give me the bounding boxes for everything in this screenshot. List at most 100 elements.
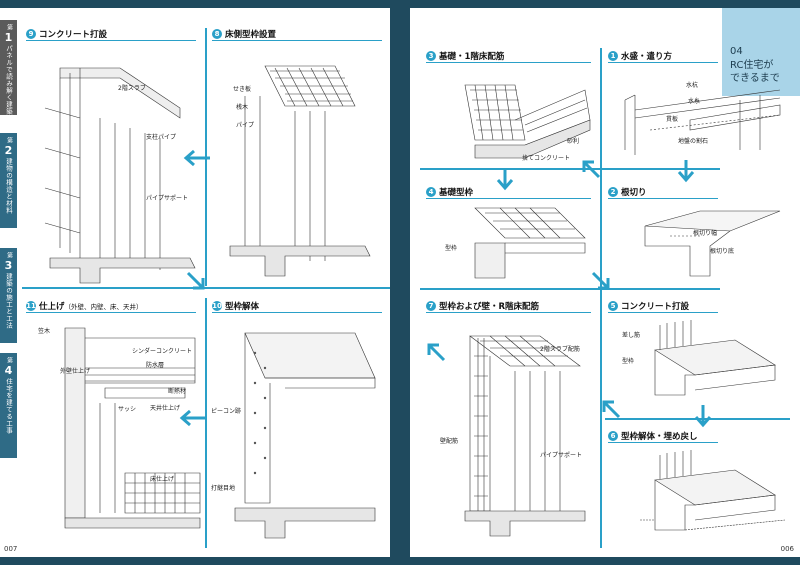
label-excavation-bottom: 根切り底 xyxy=(710,248,735,255)
thumb-chapter-number: 1 xyxy=(4,31,13,44)
label-dowel-bar: 差し筋 xyxy=(622,332,641,339)
label-excavation-width: 根切り幅 xyxy=(693,230,718,237)
step-9-title: 9 コンクリート打設 xyxy=(26,28,107,40)
arrow-down-right-icon xyxy=(186,271,205,290)
label-mizukui: 水杭 xyxy=(686,82,699,89)
step-11-illustration xyxy=(64,327,201,529)
label-formwork: 型枠 xyxy=(445,245,458,252)
arrow-left-icon xyxy=(179,409,206,427)
page-number: 006 xyxy=(780,545,794,553)
label-sash: サッシ xyxy=(118,406,137,413)
arrow-up-left-icon xyxy=(427,343,446,362)
step-11-title: 11 仕上げ （外壁、内壁、床、天井） xyxy=(26,300,143,312)
step-3-title-bar xyxy=(426,50,591,63)
label-2f-slab-rebar: 2階スラブ配筋 xyxy=(540,346,580,353)
label-pipe-support: パイプサポート xyxy=(540,452,583,459)
chapter-number: 04 xyxy=(730,46,743,57)
label-sekiita: せき板 xyxy=(233,86,252,93)
label-formwork: 型枠 xyxy=(622,358,635,365)
step-10-title-bar xyxy=(212,300,382,313)
row-divider xyxy=(420,288,720,290)
step-10-title: 10 型枠解体 xyxy=(212,300,259,312)
step-7-illustration xyxy=(464,335,586,537)
label-pipe-support: パイプサポート xyxy=(146,195,189,202)
step-9-title-bar xyxy=(26,28,196,41)
step-title-text: 基礎・1階床配筋 xyxy=(439,52,505,62)
arrow-up-left-icon xyxy=(602,400,621,419)
label-sangi: 桟木 xyxy=(236,104,249,111)
label-leveling-concrete: 捨てコンクリート xyxy=(522,155,571,162)
label-support-pipe: 支柱パイプ xyxy=(146,134,177,141)
thumb-chapter-label: 第 xyxy=(5,137,13,143)
step-number-badge: 3 xyxy=(426,51,436,61)
arrow-down-icon xyxy=(694,405,712,428)
row-divider xyxy=(420,168,720,170)
thumb-chapter-number: 2 xyxy=(4,144,13,157)
label-floor-finish: 床仕上げ xyxy=(150,476,175,483)
step-4-title: 4 基礎型枠 xyxy=(426,186,473,198)
label-gravel: 砂利 xyxy=(567,138,580,145)
step-2-title-bar xyxy=(608,186,718,199)
thumb-index-chapter-2[interactable]: 第 2 建物の構造と材料 xyxy=(0,133,17,228)
thumb-chapter-text: 建物の構造と材料 xyxy=(4,158,13,214)
chapter-cover-box: 04 RC住宅が できるまで xyxy=(722,8,800,96)
label-pcon-mark: ピーコン跡 xyxy=(211,408,242,415)
label-nukiita: 貫板 xyxy=(666,116,679,123)
thumb-index-chapter-1[interactable]: 第 1 パネルで読み解く建築 xyxy=(0,20,17,115)
step-8-title-bar xyxy=(212,28,382,41)
step-2-illustration xyxy=(644,210,781,277)
label-kasagi: 笠木 xyxy=(38,328,51,335)
label-construction-joint: 打継目地 xyxy=(211,485,236,492)
thumb-chapter-label: 第 xyxy=(5,252,13,258)
step-7-title-bar xyxy=(426,300,591,313)
arrow-down-right-icon xyxy=(591,271,610,290)
step-number-badge: 2 xyxy=(608,187,618,197)
step-number-badge: 8 xyxy=(212,29,222,39)
step-7-title: 7 型枠および壁・R階床配筋 xyxy=(426,300,539,312)
thumb-chapter-text: パネルで読み解く建築 xyxy=(4,45,13,115)
step-title-text: コンクリート打設 xyxy=(39,30,108,40)
thumb-chapter-text: 住宅を建てる工事 xyxy=(4,378,13,434)
label-2f-slab: 2階スラブ xyxy=(118,85,146,92)
step-3-illustration xyxy=(464,84,591,159)
label-insulation: 断熱材 xyxy=(168,388,187,395)
label-waterproof-layer: 防水層 xyxy=(146,362,165,369)
step-4-title-bar xyxy=(426,186,591,199)
thumb-index-chapter-4[interactable]: 第 4 住宅を建てる工事 xyxy=(0,353,17,458)
label-mizuito: 水糸 xyxy=(688,98,701,105)
chapter-title-line: できるまで xyxy=(730,73,780,84)
arrow-down-icon xyxy=(496,168,514,191)
column-divider xyxy=(205,298,207,548)
label-ceiling-finish: 天井仕上げ xyxy=(150,405,181,412)
label-wall-rebar: 壁配筋 xyxy=(440,438,459,445)
step-title-text: コンクリート打設 xyxy=(621,302,690,312)
step-11-title-bar xyxy=(26,300,196,313)
step-1-illustration xyxy=(624,89,781,155)
step-number-badge: 1 xyxy=(608,51,618,61)
label-pipe: パイプ xyxy=(236,122,255,129)
step-6-title-bar xyxy=(608,430,718,443)
step-6-title: 6 型枠解体・埋め戻し xyxy=(608,430,698,442)
step-9-illustration xyxy=(44,67,196,284)
step-title-text: 型枠解体・埋め戻し xyxy=(621,432,698,442)
step-subtitle: （外壁、内壁、床、天井） xyxy=(64,303,143,311)
step-1-title-bar xyxy=(608,50,718,63)
step-8-illustration xyxy=(229,65,371,277)
arrow-up-left-icon xyxy=(582,160,601,179)
row-divider xyxy=(22,287,390,289)
thumb-chapter-label: 第 xyxy=(5,357,13,363)
page-number: 007 xyxy=(4,545,18,553)
step-title-text: 基礎型枠 xyxy=(439,188,474,198)
step-4-illustration xyxy=(474,207,586,279)
column-divider xyxy=(600,48,602,548)
step-title-text: 根切り xyxy=(621,188,647,198)
step-5-title-bar xyxy=(608,300,718,313)
thumb-index-chapter-3[interactable]: 第 3 建築の施工と工法 xyxy=(0,248,17,343)
thumb-chapter-text: 建築の施工と工法 xyxy=(4,273,13,329)
arrow-left-icon xyxy=(183,149,210,167)
step-number-badge: 7 xyxy=(426,301,436,311)
step-title-text: 水盛・遣り方 xyxy=(621,52,673,62)
step-number-badge: 9 xyxy=(26,29,36,39)
step-title-text: 型枠および壁・R階床配筋 xyxy=(439,302,540,312)
step-5-illustration xyxy=(654,320,776,396)
